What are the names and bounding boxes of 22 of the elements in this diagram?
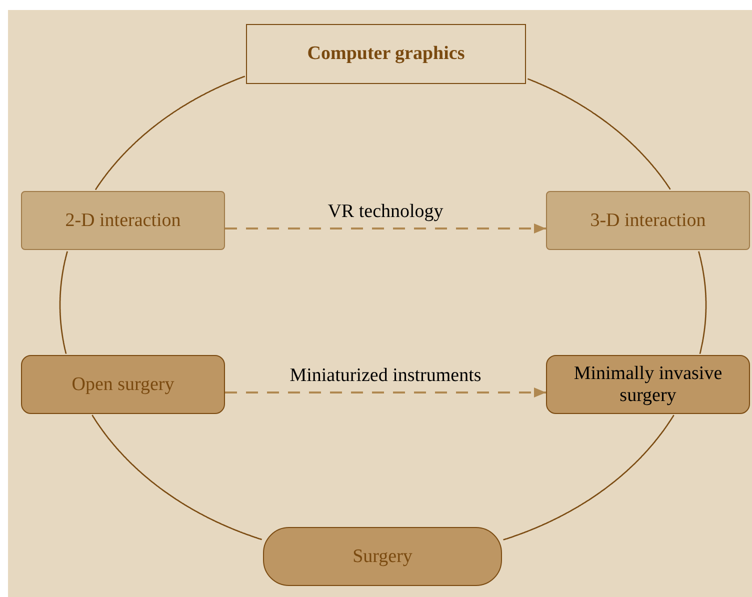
ellipse-arc xyxy=(503,414,674,540)
node-label: Minimally invasive surgery xyxy=(572,362,724,406)
ellipse-arc xyxy=(59,251,68,354)
node-label: 3-D interaction xyxy=(590,210,706,232)
ellipse-arc xyxy=(527,78,671,190)
process-box xyxy=(263,527,502,586)
ellipse-arc xyxy=(94,76,246,190)
process-box xyxy=(246,24,526,84)
node-label: 2-D interaction xyxy=(65,210,181,232)
ellipse-arc xyxy=(698,251,707,354)
dashed-arrow xyxy=(225,388,546,398)
ellipse-arc xyxy=(92,414,262,540)
process-box xyxy=(546,355,750,414)
node-label: Computer graphics xyxy=(307,43,465,65)
node-label: Open surgery xyxy=(72,374,174,396)
node-label: Surgery xyxy=(352,546,412,568)
dashed-arrow xyxy=(225,224,546,234)
edge-label: Miniaturized instruments xyxy=(290,364,482,386)
process-box xyxy=(21,355,225,414)
process-box xyxy=(21,191,225,250)
edge-label: VR technology xyxy=(328,200,444,222)
process-box xyxy=(546,191,750,250)
